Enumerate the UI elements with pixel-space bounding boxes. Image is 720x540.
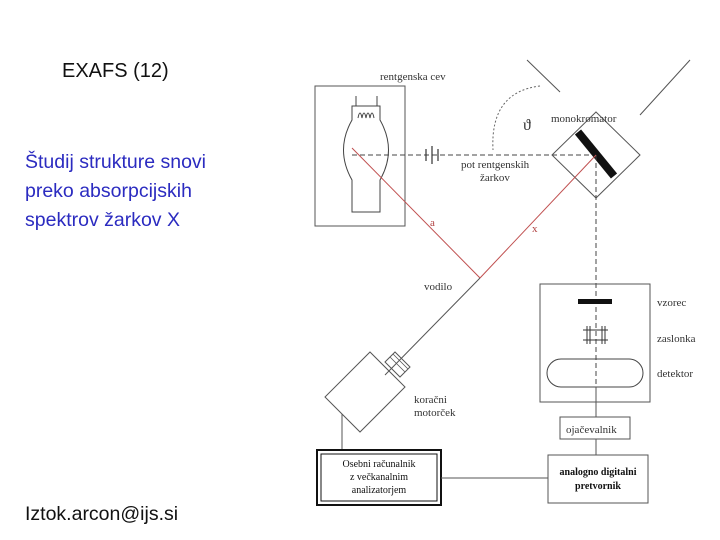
computer-label-2: z večkanalnim [350,472,408,483]
xray-tube-leads [355,96,378,106]
angle-theta-label: ϑ [523,117,531,134]
subtitle-line: Študij strukture snovi [25,151,206,173]
slide-subtitle: Študij strukture snovi preko absorpcijsk… [25,148,285,235]
subtitle-line: preko absorpcijskih [25,180,192,202]
monochromator-crystal [574,129,618,179]
author-email: Iztok.arcon@ijs.si [25,503,179,525]
arm-a [351,147,481,279]
detector-label: detektor [657,368,693,380]
guide-label: vodilo [424,281,453,293]
beam-path-label-1: pot rentgenskih [461,159,530,171]
xray-tube-bulb [343,105,389,213]
arm-a-label: a [430,217,435,229]
stepper-motor-shaft [384,351,411,378]
slit-label: zaslonka [657,333,696,345]
amplifier-label: ojačevalnik [566,424,617,436]
stepper-motor-body [324,351,406,433]
angle-arc [492,85,541,151]
arm-x [479,154,597,279]
sample-label: vzorec [657,297,686,309]
xray-tube-box [314,85,406,227]
computer-label-1: Osebni računalnik [342,459,415,470]
computer-box-inner [320,453,438,502]
detector-tube [546,358,644,388]
xray-tube-label: rentgenska cev [380,71,446,83]
detector-chamber [539,283,651,403]
arm-x-label: x [532,223,538,235]
beam-path-label-2: žarkov [480,172,510,184]
monochromator-support [639,59,691,116]
adc-box [547,454,649,504]
slit-icon [583,326,608,344]
monochromator-label: monokromator [551,113,617,125]
subtitle-line: spektrov žarkov X [25,209,180,231]
stepper-motor-coupling [389,353,409,373]
stepper-label-2: motorček [414,407,456,419]
sample-holder [578,299,612,304]
amplifier-box [559,416,631,440]
computer-label-3: analizatorjem [352,485,407,496]
guide-rail [384,277,481,376]
adc-label-2: pretvornik [575,481,621,492]
filament-icon [357,112,375,119]
adc-label-1: analogno digitalni [560,467,637,478]
slide-title: EXAFS (12) [62,60,169,82]
beam-slit-icon [425,146,439,164]
stepper-label-1: koračni [414,394,447,406]
monochromator-support-left [526,59,561,93]
